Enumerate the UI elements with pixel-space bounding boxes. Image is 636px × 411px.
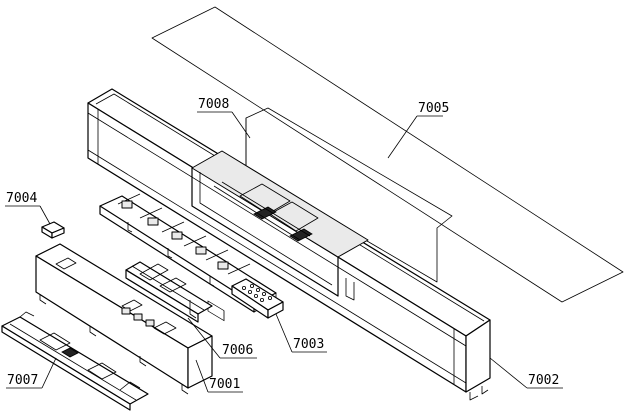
leader-lines	[5, 111, 563, 393]
callout-7001: 7001	[209, 377, 240, 392]
part-7002-housing	[87, 88, 491, 401]
part-7005-sheet	[151, 6, 624, 303]
part-7006-holder	[125, 261, 213, 323]
callout-7006: 7006	[222, 343, 253, 358]
callout-7004: 7004	[6, 191, 37, 206]
part-7001-cover	[35, 243, 213, 395]
callout-7007: 7007	[7, 373, 38, 388]
part-7007-bracket	[1, 311, 149, 411]
callout-7003: 7003	[293, 337, 324, 352]
callout-7002: 7002	[528, 373, 559, 388]
part-7004-cap	[41, 221, 65, 239]
callout-7008: 7008	[198, 97, 229, 112]
part-7003-module	[231, 278, 284, 319]
part-7006-frame	[99, 193, 277, 313]
callout-7005: 7005	[418, 101, 449, 116]
